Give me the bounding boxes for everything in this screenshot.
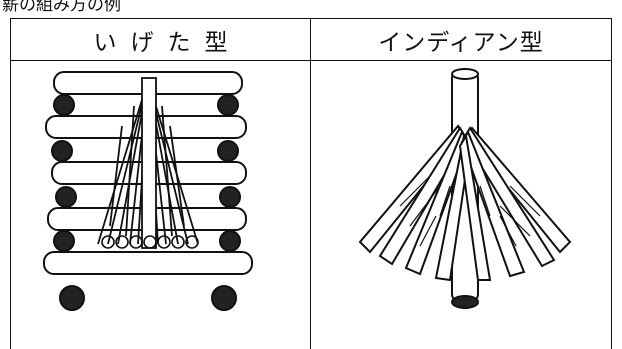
figure-caption: 薪の組み方の例 (2, 0, 121, 15)
table-border-top (10, 18, 612, 19)
horizontal-logs (43, 71, 253, 275)
igeta-firewood-stack-illustration (43, 71, 253, 311)
table-header-divider (10, 60, 612, 61)
kindling-base-circles (101, 235, 199, 249)
log-ends (51, 94, 241, 311)
log-texture (399, 175, 541, 247)
leaning-logs (358, 124, 572, 282)
column-header-igeta: いげた型 (93, 29, 242, 56)
table-border-right (611, 18, 612, 349)
table-column-divider (310, 18, 311, 349)
kindling-teepee (97, 77, 199, 249)
column-header-indian: インディアン型 (378, 29, 544, 56)
table-border-left (10, 18, 11, 349)
indian-teepee-firewood-stack-illustration (358, 68, 572, 309)
